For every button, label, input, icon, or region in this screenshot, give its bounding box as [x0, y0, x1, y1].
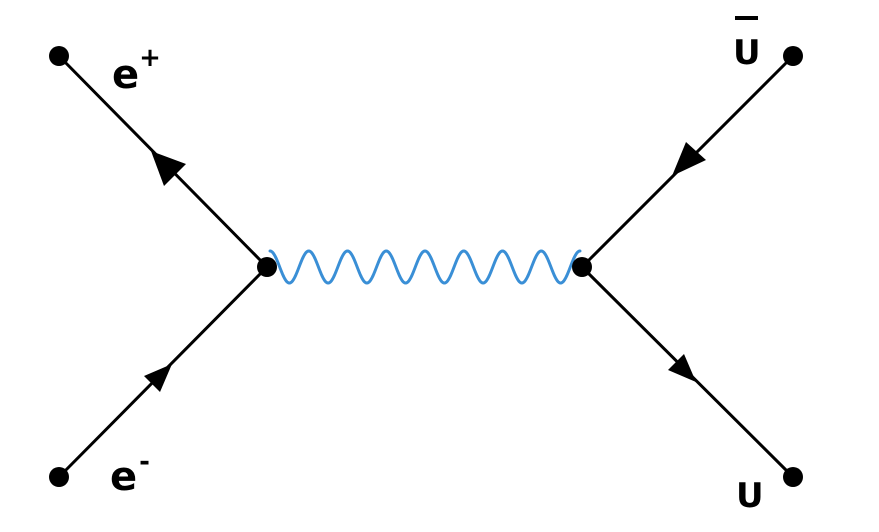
antiquark-arrow-icon [672, 142, 706, 176]
electron-arrow-icon [144, 364, 172, 392]
quark-label: U [736, 476, 764, 516]
positron-label: e+ [112, 43, 161, 98]
quark-endpoint [783, 467, 803, 487]
svg-text:U: U [733, 33, 761, 73]
electron-endpoint [49, 467, 69, 487]
antiquark-label: U [733, 16, 761, 73]
left-vertex [257, 257, 277, 277]
positron-arrow-icon [151, 151, 186, 186]
quark-arrow-icon [668, 354, 696, 382]
antiquark-endpoint [783, 46, 803, 66]
electron-label: e- [110, 447, 150, 500]
photon-wave-line [268, 249, 582, 285]
positron-endpoint [49, 46, 69, 66]
right-vertex [572, 257, 592, 277]
antiquark-bar [735, 16, 758, 20]
